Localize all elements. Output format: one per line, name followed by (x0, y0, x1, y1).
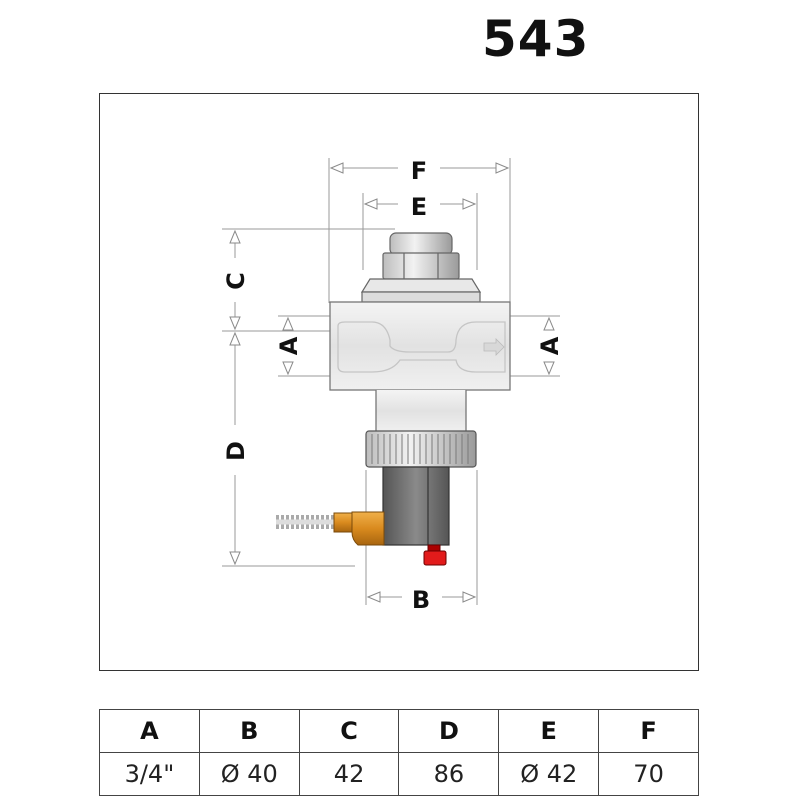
dim-label-a-right: A (536, 336, 564, 355)
table-header: C (298, 709, 400, 753)
dim-label-b: B (412, 586, 430, 614)
valve-ring (365, 430, 477, 468)
valve-lower-body (382, 466, 450, 546)
table-header: B (198, 709, 300, 753)
table-header: D (398, 709, 500, 753)
dim-label-c: C (222, 272, 250, 290)
dimension-arrows (229, 162, 555, 603)
table-header: A (99, 709, 200, 753)
table-cell: 42 (298, 752, 400, 796)
table-cell: Ø 40 (198, 752, 300, 796)
dim-label-d: D (222, 441, 250, 461)
table-header: F (598, 709, 699, 753)
product-code: 543 (482, 10, 590, 68)
drain-fitting (276, 511, 385, 546)
valve-cap (360, 232, 482, 303)
drawing-frame (99, 93, 699, 671)
table-cell: 3/4" (99, 752, 200, 796)
dimensions-table: A B C D E F 3/4" Ø 40 42 86 Ø 42 70 (99, 709, 699, 796)
valve-body (329, 301, 511, 433)
valve-drawing: F E B C D A A (222, 157, 564, 614)
red-knob (423, 544, 447, 566)
table-cell: 70 (598, 752, 699, 796)
table-cell: Ø 42 (498, 752, 600, 796)
dim-label-f: F (411, 157, 427, 185)
dim-label-e: E (411, 193, 427, 221)
table-header: E (498, 709, 600, 753)
dim-label-a-left: A (275, 336, 303, 355)
table-cell: 86 (398, 752, 500, 796)
table-row: 3/4" Ø 40 42 86 Ø 42 70 (99, 752, 699, 796)
table-header-row: A B C D E F (99, 709, 699, 753)
